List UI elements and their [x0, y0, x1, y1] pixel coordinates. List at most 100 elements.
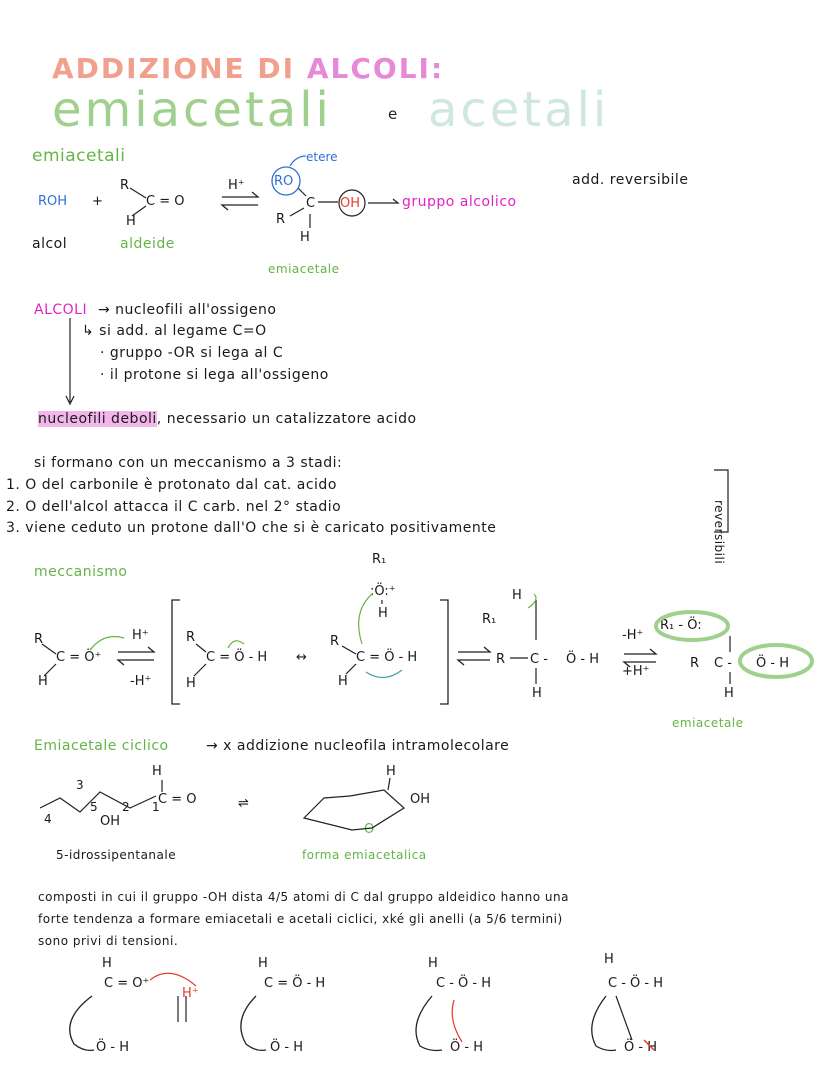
mech-r-2: R: [186, 630, 196, 645]
mech-h-5: H: [724, 686, 734, 701]
mech-emiacetale-label: emiacetale: [672, 716, 744, 730]
ciclico-h-right: H: [386, 764, 396, 779]
emiacetale-bonds: [289, 187, 338, 228]
bs2-h: H: [258, 956, 268, 971]
mech-brackets: [171, 599, 449, 705]
mech-c-5: C -: [714, 656, 732, 671]
stages-intro: si formano con un meccanismo a 3 stadi:: [34, 455, 343, 471]
carbon-3: 3: [76, 778, 84, 792]
ciclico-desc: → x addizione nucleofila intramolecolare: [206, 738, 510, 754]
mech-plus-h-plus-2: +H⁺: [622, 664, 650, 679]
mech-r1-top: R₁: [372, 552, 387, 567]
mech-h-4: H: [512, 588, 522, 603]
ring: [302, 789, 405, 831]
alcoli-line-4: · il protone si lega all'ossigeno: [100, 367, 329, 383]
bs4-h: H: [604, 952, 614, 967]
emiacetale-label: emiacetale: [268, 262, 340, 276]
mech-r1-5: R₁ - Ö:: [660, 618, 702, 633]
composti-line-1: composti in cui il gruppo -OH dista 4/5 …: [38, 890, 569, 904]
mech-bonds: [41, 600, 731, 684]
carbon-2: 2: [122, 800, 130, 814]
title-line-1: ADDIZIONE DI ALCOLI:: [52, 52, 444, 85]
bottom-arcs: [69, 995, 617, 1052]
mech-green-arrow-4: [365, 669, 403, 679]
ciclico-c-eq-o: C = O: [158, 792, 197, 807]
ciclico-h-left: H: [152, 764, 162, 779]
carbon-4: 4: [44, 812, 52, 826]
mech-h-plus-1: H⁺: [132, 628, 149, 643]
equilibrium-arrow-1: [220, 191, 260, 211]
red-arrow-3: [451, 999, 463, 1043]
mech-minus-h-plus-1: -H⁺: [130, 674, 152, 689]
name-5-idrossipentanale: 5-idrossipentanale: [56, 848, 177, 862]
emiacetale-r: R: [276, 212, 286, 227]
reversibili-bracket: [714, 469, 729, 533]
ciclico-ring-o: O: [364, 822, 375, 837]
ciclico-oh-right: OH: [410, 792, 431, 807]
mech-green-arrow-2: [227, 640, 245, 649]
stage-3: 3. viene ceduto un protone dall'O che si…: [6, 520, 497, 536]
stage-1: 1. O del carbonile è protonato dal cat. …: [6, 477, 337, 493]
bs3-oh: Ö - H: [450, 1040, 483, 1055]
title-alcoli: ALCOLI:: [306, 52, 445, 85]
bs3-c-o-h: C - Ö - H: [436, 976, 491, 991]
mech-o-h-4: Ö - H: [566, 652, 599, 667]
mechanism-heading: meccanismo: [34, 564, 128, 580]
mech-green-arrow-1: [89, 635, 125, 651]
open-chain: [39, 791, 157, 813]
alcoli-line-3: · gruppo -OR si lega al C: [100, 345, 284, 361]
aldeide-r: R: [120, 178, 130, 193]
title-addizione: ADDIZIONE DI: [52, 52, 296, 85]
aldeide-c-eq-o: C = O: [146, 194, 185, 209]
mech-r-3: R: [330, 634, 340, 649]
red-arrow-1: [149, 972, 197, 987]
gruppo-alcolico-label: gruppo alcolico: [402, 194, 517, 210]
mech-green-arrow-3: [358, 593, 373, 645]
aldeide-h: H: [126, 214, 136, 229]
mech-minus-h-plus-2: -H⁺: [622, 628, 644, 643]
weak-nucleophiles-line: nucleofili deboli, necessario un cataliz…: [38, 411, 417, 427]
carbon-5: 5: [90, 800, 98, 814]
alcol-label: alcol: [32, 236, 68, 252]
ro-circle: [271, 166, 301, 196]
mech-c-eq-o-h: C = Ö - H: [206, 650, 268, 665]
aldeide-bonds: [129, 187, 147, 217]
oh-group: OH: [340, 196, 361, 211]
bs1-c-eq-o: C = O⁺: [104, 976, 150, 991]
carbon-1: 1: [152, 800, 160, 814]
oh-highlight: [738, 643, 814, 679]
title-e: e: [388, 105, 398, 123]
bs1-h: H: [102, 956, 112, 971]
alcoli-line-2: ↳ si add. al legame C=O: [82, 323, 267, 339]
add-reversibile-label: add. reversibile: [572, 172, 689, 188]
mech-c-eq-o-plus: C = Ö⁺: [56, 650, 102, 665]
mech-h-3: H: [338, 674, 348, 689]
mech-r-5: R: [690, 656, 700, 671]
bond-bs4: [615, 995, 633, 1041]
alcoli-line-1: → nucleofili all'ossigeno: [98, 302, 277, 318]
stage-2: 2. O dell'alcol attacca il C carb. nel 2…: [6, 499, 342, 515]
red-cross: [643, 1039, 655, 1051]
central-c: C: [306, 196, 316, 211]
section-heading-emiacetali: emiacetali: [32, 146, 126, 166]
mech-o-alcol: :Ö:⁺: [370, 584, 396, 599]
etere-label: etere: [306, 150, 338, 164]
gruppo-alcolico-arrow: [368, 198, 400, 204]
mech-c-4: C -: [530, 652, 548, 667]
roh-label: ROH: [38, 194, 68, 209]
emiacetale-h: H: [300, 230, 310, 245]
title-emiacetali: emiacetali: [52, 82, 332, 138]
bs2-oh: Ö - H: [270, 1040, 303, 1055]
mech-h-2: H: [186, 676, 196, 691]
weak-nucleophiles-highlight: nucleofili deboli: [38, 411, 157, 427]
ro-group: RO: [274, 174, 294, 189]
aldeide-label: aldeide: [120, 236, 175, 252]
mech-h-1: H: [38, 674, 48, 689]
oh-circle: [338, 189, 366, 217]
ciclico-eq-arrow: ⇌: [238, 796, 249, 811]
composti-line-2: forte tendenza a formare emiacetali e ac…: [38, 912, 563, 926]
bs3-h: H: [428, 956, 438, 971]
r1-o-highlight: [654, 610, 730, 642]
alcoli-tree-arrow: [65, 318, 75, 406]
